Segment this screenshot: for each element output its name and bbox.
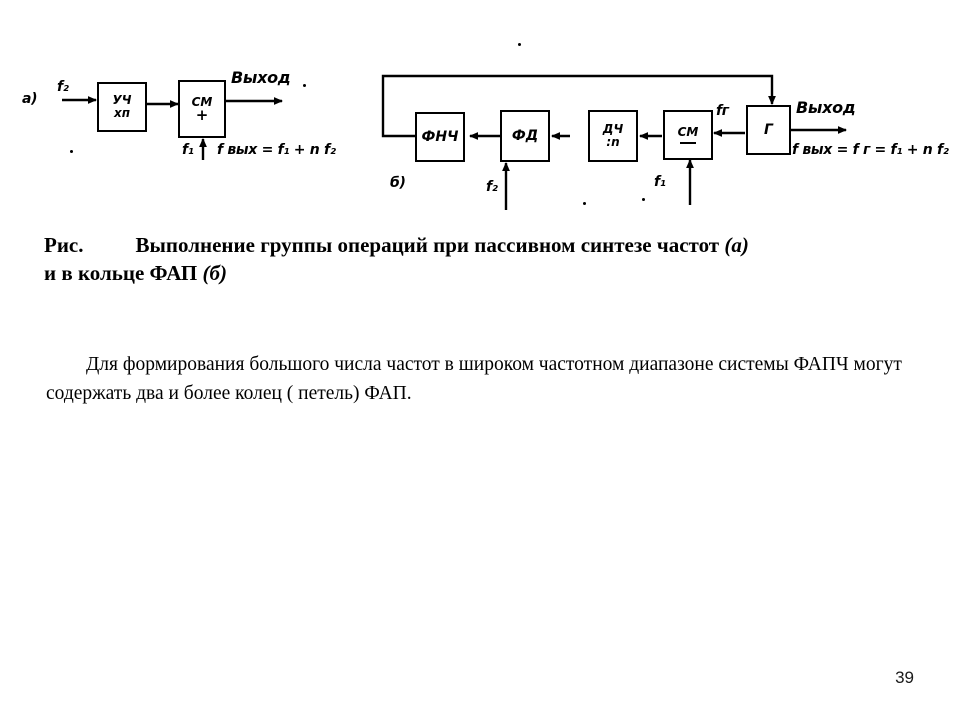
block-phase-detector-b: ФД bbox=[500, 110, 550, 162]
block-label-line1: ФНЧ bbox=[421, 128, 459, 145]
diagram-b-output-label: Выход bbox=[796, 98, 856, 117]
caption-line2-tail: (б) bbox=[202, 260, 227, 285]
block-generator-b: Г bbox=[746, 105, 791, 155]
figure-caption: Рис. Выполнение группы операций при пасси… bbox=[44, 232, 934, 287]
scan-speckle bbox=[303, 84, 306, 87]
block-mixer-a: СМ + bbox=[178, 80, 226, 138]
block-mixer-b: СМ bbox=[663, 110, 713, 160]
diagram-a-label: а) bbox=[22, 91, 38, 107]
block-low-pass-filter-b: ФНЧ bbox=[415, 112, 465, 162]
body-paragraph: Для формирования большого числа частот в… bbox=[46, 350, 914, 409]
diagram-b-fg-label: fг bbox=[716, 103, 729, 119]
block-label-line2: хп bbox=[113, 106, 131, 120]
block-label-line1: УЧ bbox=[112, 93, 132, 108]
block-label-line1: СМ bbox=[677, 124, 699, 139]
diagram-b-input-f1-label: f₁ bbox=[654, 174, 666, 190]
block-frequency-divider-b: ДЧ :n bbox=[588, 110, 638, 162]
block-label-line1: ФД bbox=[511, 127, 539, 144]
diagram-a-formula: f вых = f₁ + n f₂ bbox=[217, 142, 336, 158]
block-label-line2: :n bbox=[606, 135, 620, 149]
scan-speckle bbox=[583, 202, 586, 205]
figure-block-diagrams: УЧ хп СМ + а) f₂ Выход f₁ f вых = f₁ + n… bbox=[0, 0, 960, 300]
caption-line1-main: Выполнение группы операций при пассивном… bbox=[135, 233, 720, 257]
scan-speckle bbox=[518, 43, 521, 46]
caption-line1-tail: (а) bbox=[724, 233, 749, 257]
diagram-a-input-f2-label: f₂ bbox=[57, 79, 69, 95]
diagram-b-input-f2-label: f₂ bbox=[486, 179, 498, 195]
diagram-a-output-label: Выход bbox=[231, 68, 291, 87]
scan-speckle bbox=[642, 198, 645, 201]
block-label-line1: ДЧ bbox=[602, 122, 624, 137]
diagram-b-formula: f вых = f г = f₁ + n f₂ bbox=[792, 142, 949, 158]
block-label-line1: СМ bbox=[191, 94, 213, 109]
block-label-line2-minus bbox=[680, 141, 696, 145]
caption-prefix: Рис. bbox=[44, 233, 84, 257]
block-label-line2: + bbox=[195, 105, 209, 124]
diagram-a-input-f1-label: f₁ bbox=[182, 142, 194, 158]
block-frequency-multiplier-a: УЧ хп bbox=[97, 82, 147, 132]
diagram-b-label: б) bbox=[390, 175, 406, 191]
page-number: 39 bbox=[895, 668, 914, 687]
caption-line2-main: и в кольце ФАП bbox=[44, 260, 198, 285]
block-label-line1: Г bbox=[764, 121, 773, 138]
paragraph-text: Для формирования большого числа частот в… bbox=[46, 354, 902, 405]
scan-speckle bbox=[70, 150, 73, 153]
figure-connectors bbox=[62, 74, 847, 210]
